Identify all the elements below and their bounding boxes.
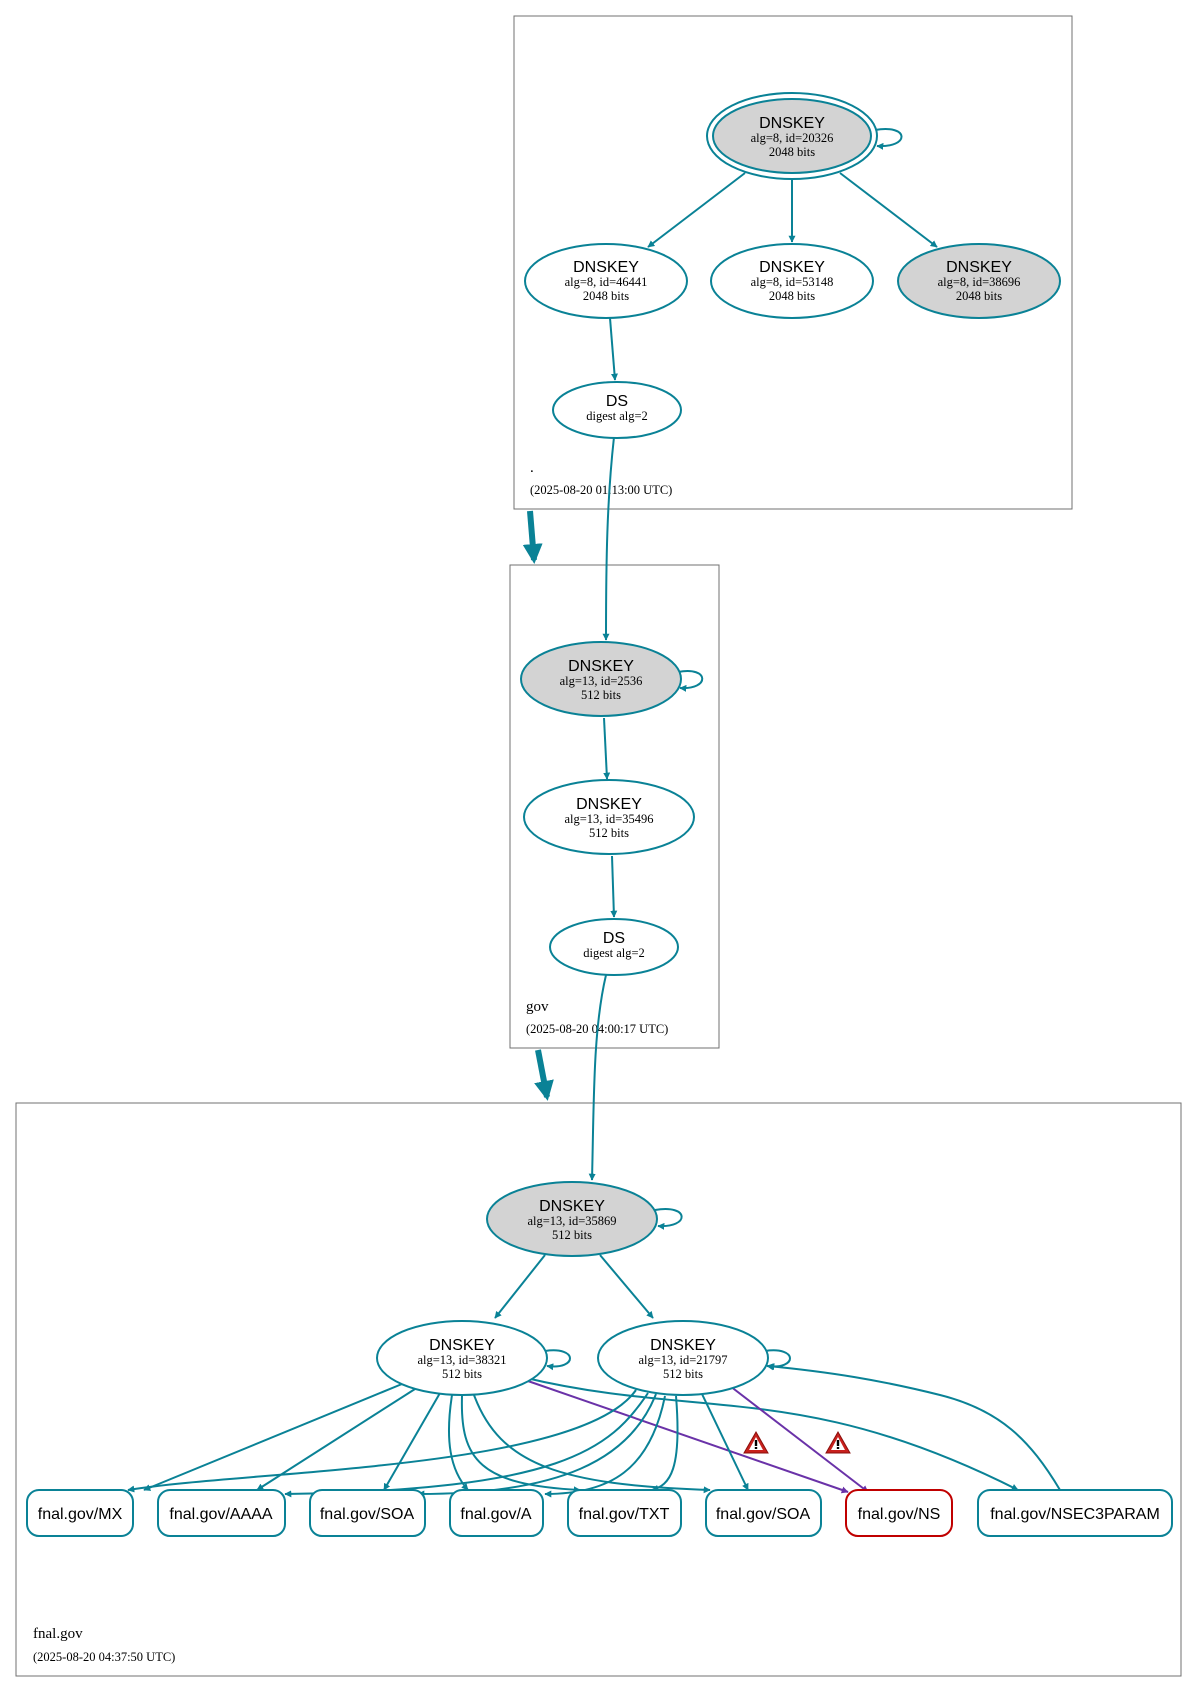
edge-fnalksk-zsk2 (599, 1254, 654, 1319)
node-title: DNSKEY (759, 115, 825, 132)
node-root-ds[interactable]: DS digest alg=2 (552, 381, 682, 439)
node-title: DNSKEY (946, 259, 1012, 276)
node-line: 2048 bits (769, 289, 815, 303)
node-line: 2048 bits (583, 289, 629, 303)
node-title: DNSKEY (576, 796, 642, 813)
node-line: digest alg=2 (586, 409, 648, 423)
edge-govds-fnalksk (588, 974, 607, 1181)
node-root-ksk[interactable]: DNSKEY alg=8, id=20326 2048 bits (706, 92, 878, 180)
zone-fnal-name: fnal.gov (33, 1626, 83, 1642)
warning-triangle-icon[interactable] (825, 1430, 851, 1454)
edge-zsk2-a (544, 1395, 666, 1498)
edge-zsk1-ns (524, 1379, 849, 1494)
record-label: fnal.gov/NS (858, 1506, 941, 1523)
edge-fnalzsk1-self (544, 1349, 571, 1371)
node-title: DNSKEY (568, 658, 634, 675)
node-line: alg=13, id=35869 (527, 1214, 616, 1228)
edge-nsec3param-zsk2 (767, 1363, 1061, 1491)
edge-zsk1-soa1 (383, 1392, 441, 1491)
edge-zsk1-nsec3param (521, 1376, 1019, 1491)
node-fnal-zsk2[interactable]: DNSKEY alg=13, id=21797 512 bits (597, 1320, 769, 1396)
node-root-zsk1[interactable]: DNSKEY alg=8, id=46441 2048 bits (524, 243, 688, 319)
record-fnal-soa-2[interactable]: fnal.gov/SOA (705, 1489, 822, 1537)
record-label: fnal.gov/MX (38, 1506, 123, 1523)
node-title: DNSKEY (759, 259, 825, 276)
edge-rootds-govksk (602, 436, 615, 641)
edge-govzsk-ds (610, 855, 618, 918)
edge-zsk1-ds (609, 317, 618, 381)
node-line: alg=13, id=38321 (417, 1353, 506, 1367)
edge-zsk2-soa2 (701, 1393, 749, 1491)
node-gov-ksk[interactable]: DNSKEY alg=13, id=2536 512 bits (520, 641, 682, 717)
node-line: digest alg=2 (583, 946, 645, 960)
delegation-arrow-root-gov (522, 510, 543, 564)
edge-fnalksk-self (654, 1208, 683, 1230)
edge-zsk1-txt (460, 1395, 581, 1494)
node-line: 512 bits (589, 826, 629, 840)
edge-rootksk-self (874, 128, 903, 150)
edge-govksk-zsk (603, 717, 611, 780)
node-root-ksk2[interactable]: DNSKEY alg=8, id=38696 2048 bits (897, 243, 1061, 319)
node-line: 2048 bits (769, 145, 815, 159)
node-line: alg=8, id=46441 (565, 275, 648, 289)
record-label: fnal.gov/SOA (320, 1506, 415, 1523)
node-line: 512 bits (552, 1228, 592, 1242)
edge-zsk2-txt (651, 1395, 679, 1492)
node-root-zsk2[interactable]: DNSKEY alg=8, id=53148 2048 bits (710, 243, 874, 319)
edge-zsk2-mx (127, 1389, 637, 1493)
record-fnal-txt[interactable]: fnal.gov/TXT (567, 1489, 682, 1537)
zone-fnal-box (15, 1102, 1182, 1677)
node-title: DNSKEY (650, 1337, 716, 1354)
node-line: alg=13, id=2536 (560, 674, 643, 688)
record-label: fnal.gov/NSEC3PARAM (990, 1506, 1160, 1523)
node-line: alg=13, id=35496 (564, 812, 653, 826)
zone-root-name: . (530, 460, 534, 476)
zone-gov-name: gov (526, 999, 549, 1015)
record-fnal-ns[interactable]: fnal.gov/NS (845, 1489, 953, 1537)
node-line: alg=8, id=53148 (751, 275, 834, 289)
node-line: 512 bits (663, 1367, 703, 1381)
node-line: alg=13, id=21797 (638, 1353, 727, 1367)
edge-zsk1-a (447, 1394, 469, 1491)
edge-govksk-self (677, 670, 704, 692)
edge-zsk1-aaaa (256, 1388, 416, 1491)
node-title: DS (606, 393, 628, 410)
record-label: fnal.gov/A (460, 1506, 531, 1523)
edge-fnalksk-zsk1 (494, 1254, 546, 1319)
zone-root-timestamp: (2025-08-20 01:13:00 UTC) (530, 483, 672, 497)
edge-rootksk-zsk1 (647, 172, 746, 248)
node-line: 2048 bits (956, 289, 1002, 303)
node-fnal-ksk[interactable]: DNSKEY alg=13, id=35869 512 bits (486, 1181, 658, 1257)
node-line: 512 bits (581, 688, 621, 702)
edge-zsk2-ns (729, 1385, 869, 1493)
record-fnal-nsec3param[interactable]: fnal.gov/NSEC3PARAM (977, 1489, 1173, 1537)
node-line: 512 bits (442, 1367, 482, 1381)
edge-zsk2-soa1 (417, 1393, 657, 1498)
edge-zsk1-mx (143, 1383, 403, 1491)
record-fnal-aaaa[interactable]: fnal.gov/AAAA (157, 1489, 286, 1537)
record-label: fnal.gov/AAAA (169, 1506, 273, 1523)
node-line: alg=8, id=20326 (751, 131, 834, 145)
warning-triangle-icon[interactable] (743, 1430, 769, 1454)
delegation-arrow-gov-fnal (534, 1049, 554, 1101)
record-fnal-mx[interactable]: fnal.gov/MX (26, 1489, 134, 1537)
node-gov-zsk[interactable]: DNSKEY alg=13, id=35496 512 bits (523, 779, 695, 855)
zone-gov-box (509, 564, 720, 1049)
node-title: DNSKEY (573, 259, 639, 276)
node-title: DS (603, 930, 625, 947)
node-title: DNSKEY (539, 1198, 605, 1215)
node-line: alg=8, id=38696 (938, 275, 1021, 289)
edge-rootksk-ksk2 (839, 172, 938, 248)
record-label: fnal.gov/TXT (579, 1506, 670, 1523)
node-gov-ds[interactable]: DS digest alg=2 (549, 918, 679, 976)
record-fnal-soa[interactable]: fnal.gov/SOA (309, 1489, 426, 1537)
zone-fnal-timestamp: (2025-08-20 04:37:50 UTC) (33, 1650, 175, 1664)
node-fnal-zsk1[interactable]: DNSKEY alg=13, id=38321 512 bits (376, 1320, 548, 1396)
record-label: fnal.gov/SOA (716, 1506, 811, 1523)
zone-root-box (513, 15, 1073, 510)
node-title: DNSKEY (429, 1337, 495, 1354)
record-fnal-a[interactable]: fnal.gov/A (449, 1489, 544, 1537)
